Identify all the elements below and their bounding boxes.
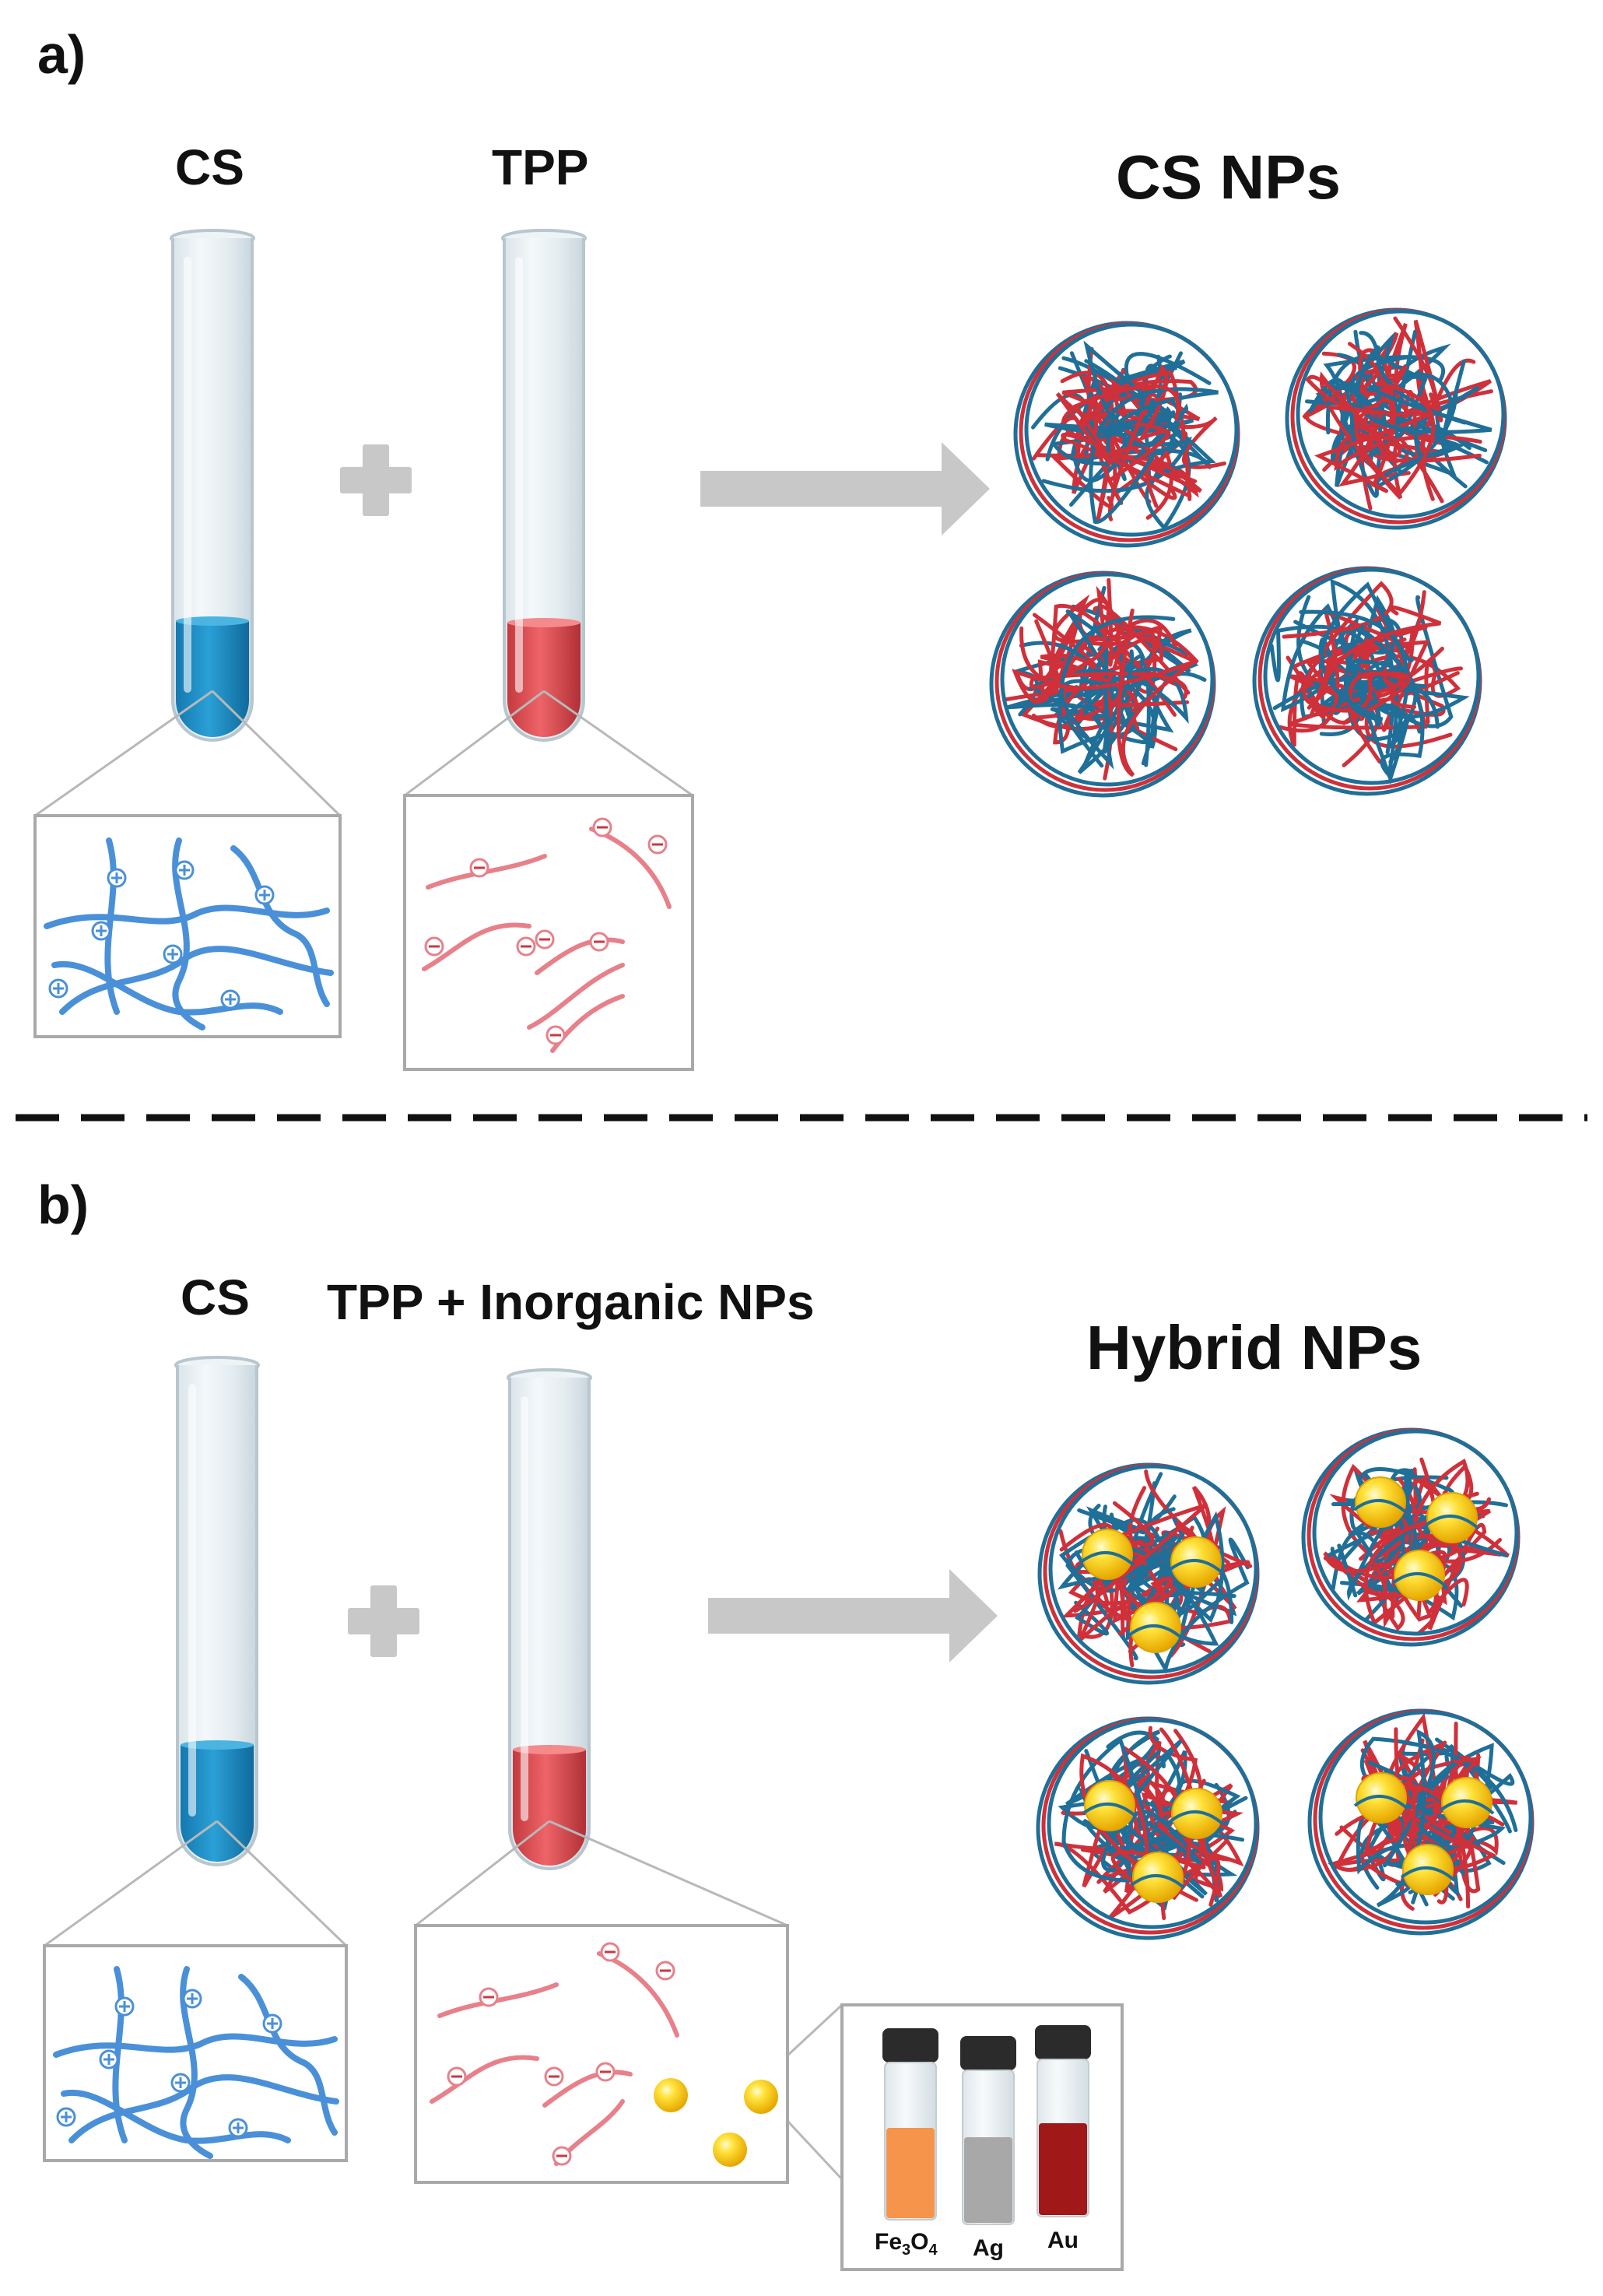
vial-label-fe3o4-fe: Fe — [875, 2229, 903, 2255]
hybrid-nanoparticle — [1036, 1716, 1260, 1940]
cs-nanoparticle — [1285, 307, 1507, 530]
vial-label-fe3o4-o: O — [910, 2229, 929, 2255]
product-label-b: Hybrid NPs — [1086, 1313, 1422, 1382]
hybrid-nanoparticle — [1301, 1427, 1521, 1647]
plus-icon — [348, 1585, 419, 1657]
vial-label-fe3o4: Fe3O4 — [875, 2229, 938, 2259]
zoom-lines — [34, 690, 693, 817]
reaction-arrow — [708, 1569, 998, 1662]
vial-label-fe3o4-sub3: 3 — [902, 2242, 911, 2259]
cs-nanoparticle — [1013, 321, 1240, 548]
test-tube-tpp-b — [507, 1368, 592, 1870]
tpp-solution-a — [507, 623, 581, 737]
cs-nanoparticle — [1252, 566, 1482, 796]
vial-fe3o4 — [882, 2028, 938, 2221]
reaction-arrow — [700, 442, 990, 535]
panel-label-b: b) — [37, 1174, 89, 1235]
reagent-label-cs-a: CS — [175, 139, 244, 195]
test-tube-tpp-a — [501, 229, 587, 742]
gold-nanoparticle — [654, 2078, 778, 2167]
product-label-a: CS NPs — [1116, 142, 1341, 212]
cs-strand-box-a — [33, 814, 342, 1038]
cs-solution-b — [181, 1745, 254, 1862]
plus-icon — [340, 444, 412, 516]
vial-label-au: Au — [1047, 2228, 1079, 2253]
hybrid-nanoparticle — [1037, 1462, 1260, 1685]
reagent-label-cs-b: CS — [181, 1269, 250, 1325]
inorganic-np-vials-box — [840, 2003, 1124, 2271]
test-tube-cs-a — [170, 229, 255, 742]
reagent-label-tpp-np-b: TPP + Inorganic NPs — [327, 1274, 815, 1330]
tpp-strand-box-a — [403, 794, 694, 1071]
cs-nanoparticle — [989, 570, 1216, 798]
vial-label-fe3o4-sub4: 4 — [928, 2242, 938, 2259]
vial-label-ag: Ag — [973, 2235, 1004, 2261]
cs-strand-box-b — [43, 1944, 348, 2162]
vial-ag — [960, 2036, 1016, 2225]
hybrid-nanoparticle — [1307, 1708, 1535, 1936]
test-tube-cs-b — [174, 1356, 260, 1866]
panel-label-a: a) — [37, 24, 86, 85]
reagent-label-tpp-a: TPP — [492, 139, 589, 195]
tpp-np-strand-box-b — [414, 1924, 789, 2184]
vial-au — [1035, 2025, 1091, 2217]
